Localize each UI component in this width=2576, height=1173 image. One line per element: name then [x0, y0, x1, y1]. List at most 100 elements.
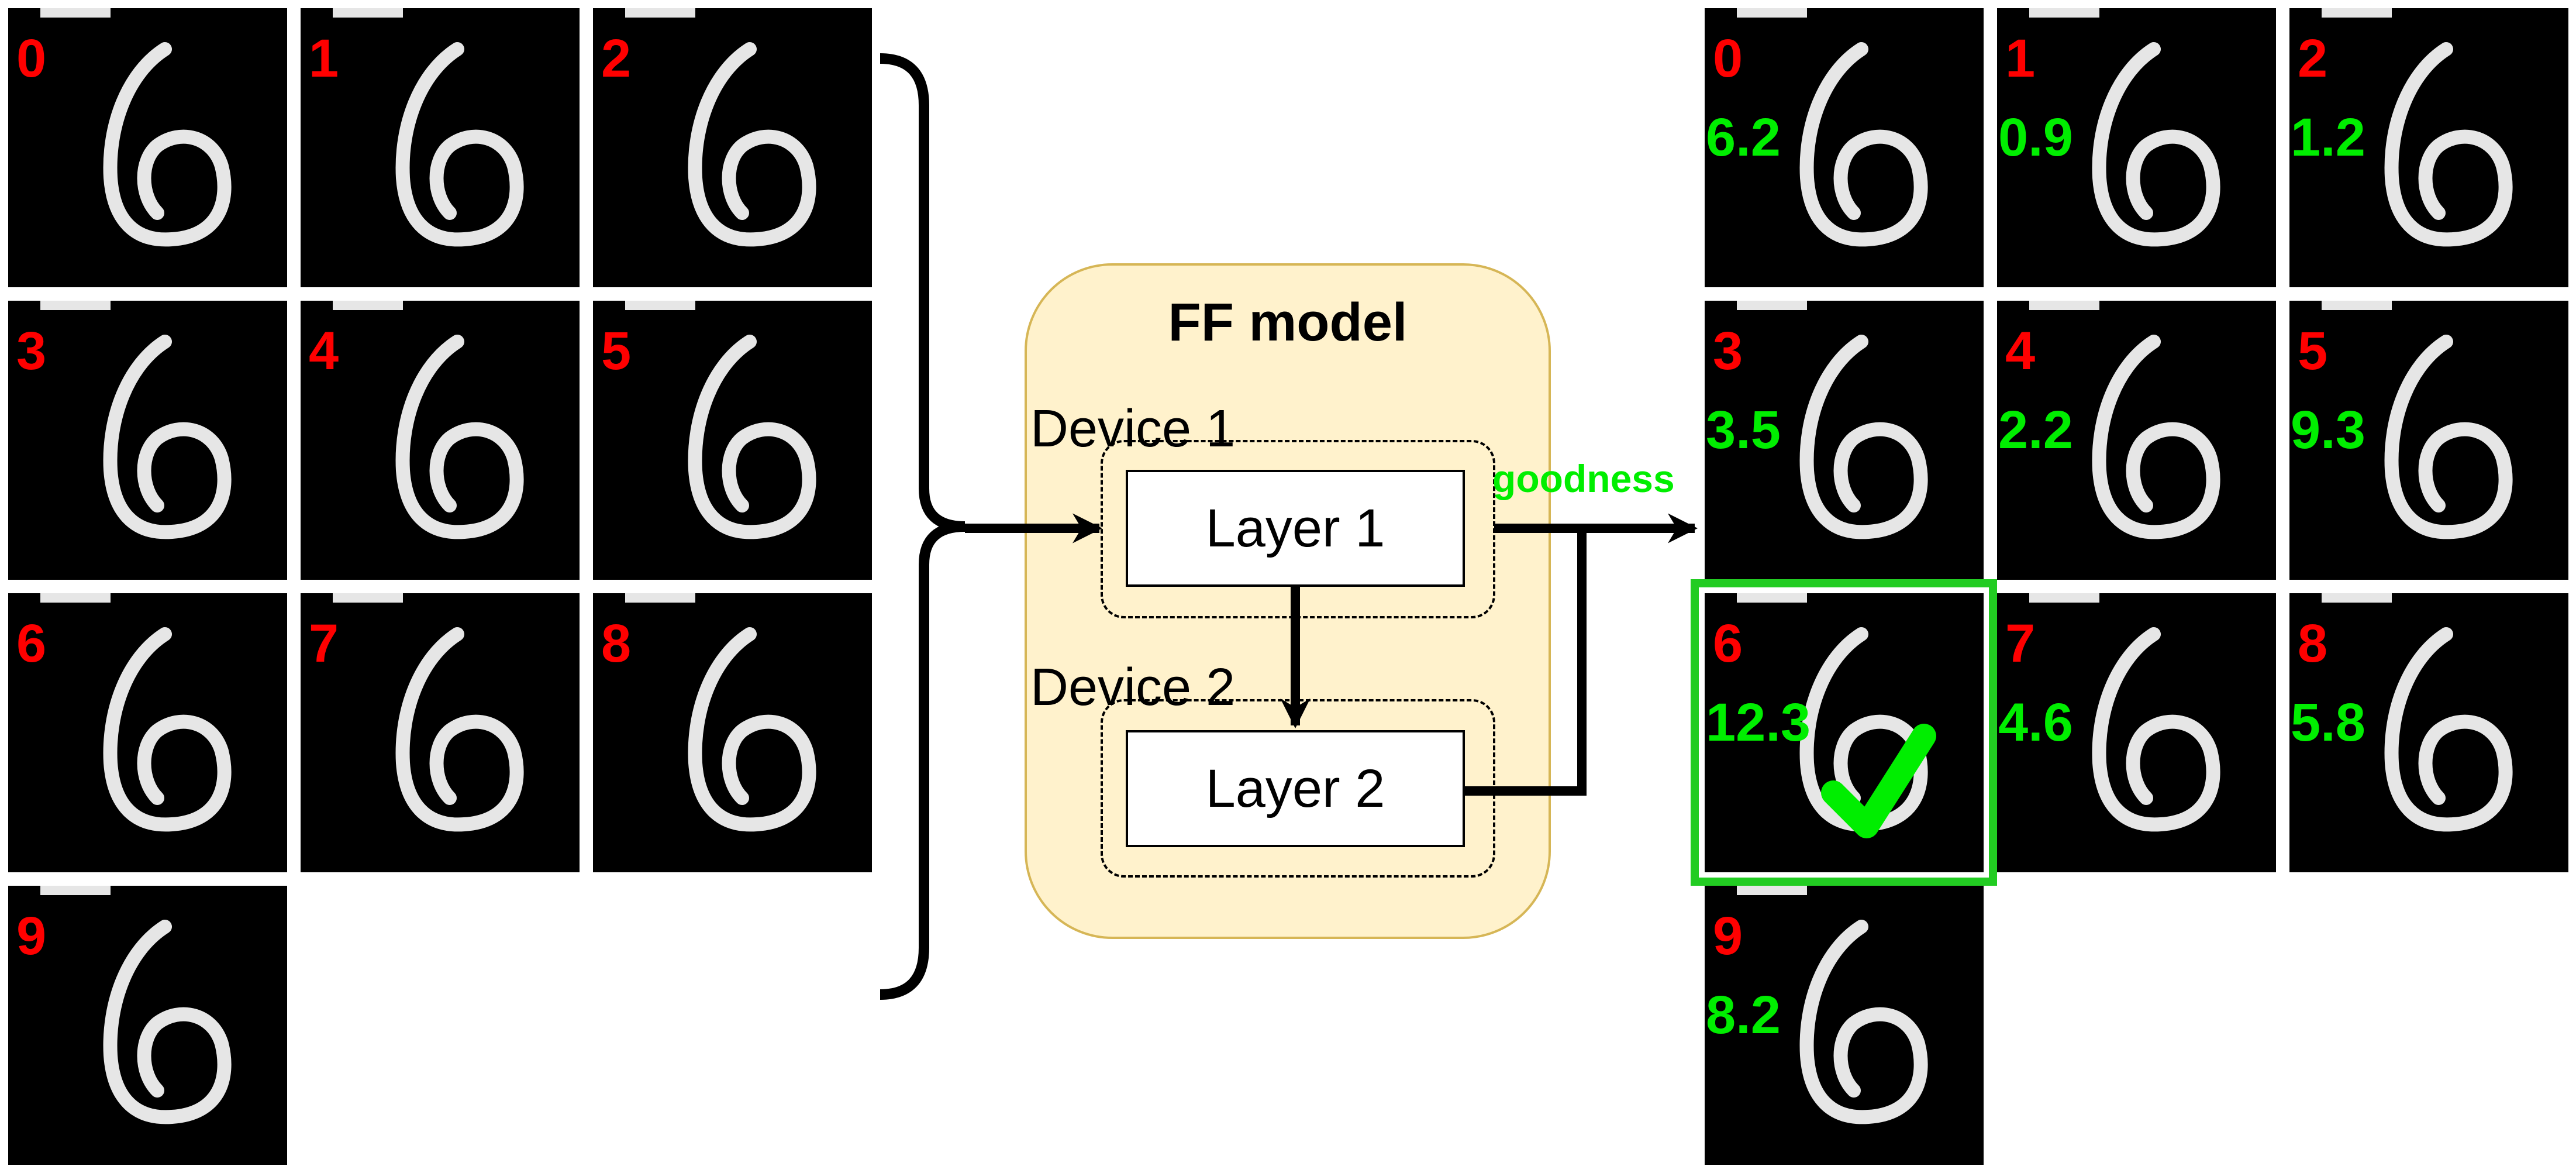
- output-label: 9: [1713, 906, 1743, 966]
- output-label: 0: [1713, 29, 1743, 88]
- checkmark-icon: [1821, 724, 1936, 838]
- input-tile: 1: [301, 8, 580, 287]
- handwritten-six-icon: [103, 42, 232, 247]
- tile-top-mark: [333, 593, 403, 603]
- goodness-score: 0.9: [1998, 108, 2073, 167]
- input-label: 1: [309, 29, 339, 88]
- output-label: 6: [1713, 614, 1743, 673]
- handwritten-six-icon: [395, 335, 524, 539]
- goodness-label: goodness: [1492, 457, 1675, 500]
- handwritten-six-icon: [2092, 627, 2220, 832]
- handwritten-six-icon: [103, 920, 232, 1124]
- input-label: 6: [16, 614, 47, 673]
- handwritten-six-icon: [1799, 42, 1928, 247]
- goodness-score: 2.2: [1998, 400, 2073, 460]
- input-tile: 9: [8, 886, 287, 1165]
- tile-top-mark: [40, 886, 111, 895]
- tile-top-mark: [40, 593, 111, 603]
- tile-top-mark: [2029, 593, 2099, 603]
- handwritten-six-icon: [2384, 627, 2513, 832]
- input-label: 9: [16, 906, 47, 966]
- input-tile: 5: [593, 301, 872, 580]
- handwritten-six-icon: [688, 627, 816, 832]
- goodness-score: 6.2: [1706, 108, 1781, 167]
- tile-top-mark: [625, 301, 695, 310]
- input-tile: 0: [8, 8, 287, 287]
- handwritten-six-icon: [2092, 335, 2220, 539]
- device-2-label: Device 2: [1030, 658, 1236, 717]
- layer-2-box: Layer 2: [1126, 730, 1465, 847]
- tile-top-mark: [2322, 593, 2392, 603]
- tile-top-mark: [625, 8, 695, 18]
- handwritten-six-icon: [395, 42, 524, 247]
- input-label: 7: [309, 614, 339, 673]
- tile-top-mark: [2322, 8, 2392, 18]
- handwritten-six-icon: [103, 335, 232, 539]
- input-label: 3: [16, 321, 47, 381]
- tile-top-mark: [1737, 301, 1807, 310]
- input-label: 2: [601, 29, 632, 88]
- tile-top-mark: [2029, 8, 2099, 18]
- handwritten-six-icon: [103, 627, 232, 832]
- input-label: 0: [16, 29, 47, 88]
- goodness-score: 12.3: [1706, 693, 1811, 752]
- layer-1-label: Layer 1: [1205, 498, 1385, 558]
- tile-top-mark: [1737, 593, 1807, 603]
- tile-top-mark: [625, 593, 695, 603]
- handwritten-six-icon: [1799, 335, 1928, 539]
- input-tile: 2: [593, 8, 872, 287]
- tile-top-mark: [1737, 886, 1807, 895]
- input-label: 8: [601, 614, 632, 673]
- goodness-score: 3.5: [1706, 400, 1781, 460]
- handwritten-six-icon: [2384, 42, 2513, 247]
- tile-top-mark: [2322, 301, 2392, 310]
- tile-top-mark: [40, 301, 111, 310]
- ff-model-title: FF model: [1168, 293, 1408, 352]
- tile-top-mark: [333, 301, 403, 310]
- input-tile: 7: [301, 593, 580, 872]
- selected-tile-highlight: [1691, 579, 1997, 886]
- goodness-score: 9.3: [2291, 400, 2365, 460]
- handwritten-six-icon: [2092, 42, 2220, 247]
- input-label: 5: [601, 321, 632, 381]
- layer-1-box: Layer 1: [1126, 470, 1465, 587]
- goodness-score: 4.6: [1998, 693, 2073, 752]
- goodness-score: 5.8: [2291, 693, 2365, 752]
- input-label: 4: [309, 321, 339, 381]
- output-label: 3: [1713, 321, 1743, 381]
- layer-2-label: Layer 2: [1205, 758, 1385, 818]
- handwritten-six-icon: [395, 627, 524, 832]
- input-tile: 8: [593, 593, 872, 872]
- tile-top-mark: [40, 8, 111, 18]
- handwritten-six-icon: [1799, 627, 1928, 832]
- input-tile: 3: [8, 301, 287, 580]
- input-tile: 4: [301, 301, 580, 580]
- layer2-output-line: [1465, 528, 1587, 796]
- goodness-score: 1.2: [2291, 108, 2365, 167]
- device-1-label: Device 1: [1030, 400, 1236, 458]
- tile-top-mark: [333, 8, 403, 18]
- goodness-score: 8.2: [1706, 985, 1781, 1045]
- input-brace: [880, 53, 965, 1000]
- output-label: 7: [2005, 614, 2036, 673]
- output-label: 4: [2005, 321, 2036, 381]
- handwritten-six-icon: [2384, 335, 2513, 539]
- output-label: 8: [2298, 614, 2328, 673]
- input-tile: 6: [8, 593, 287, 872]
- tile-top-mark: [1737, 8, 1807, 18]
- handwritten-six-icon: [688, 42, 816, 247]
- tile-top-mark: [2029, 301, 2099, 310]
- output-label: 5: [2298, 321, 2328, 381]
